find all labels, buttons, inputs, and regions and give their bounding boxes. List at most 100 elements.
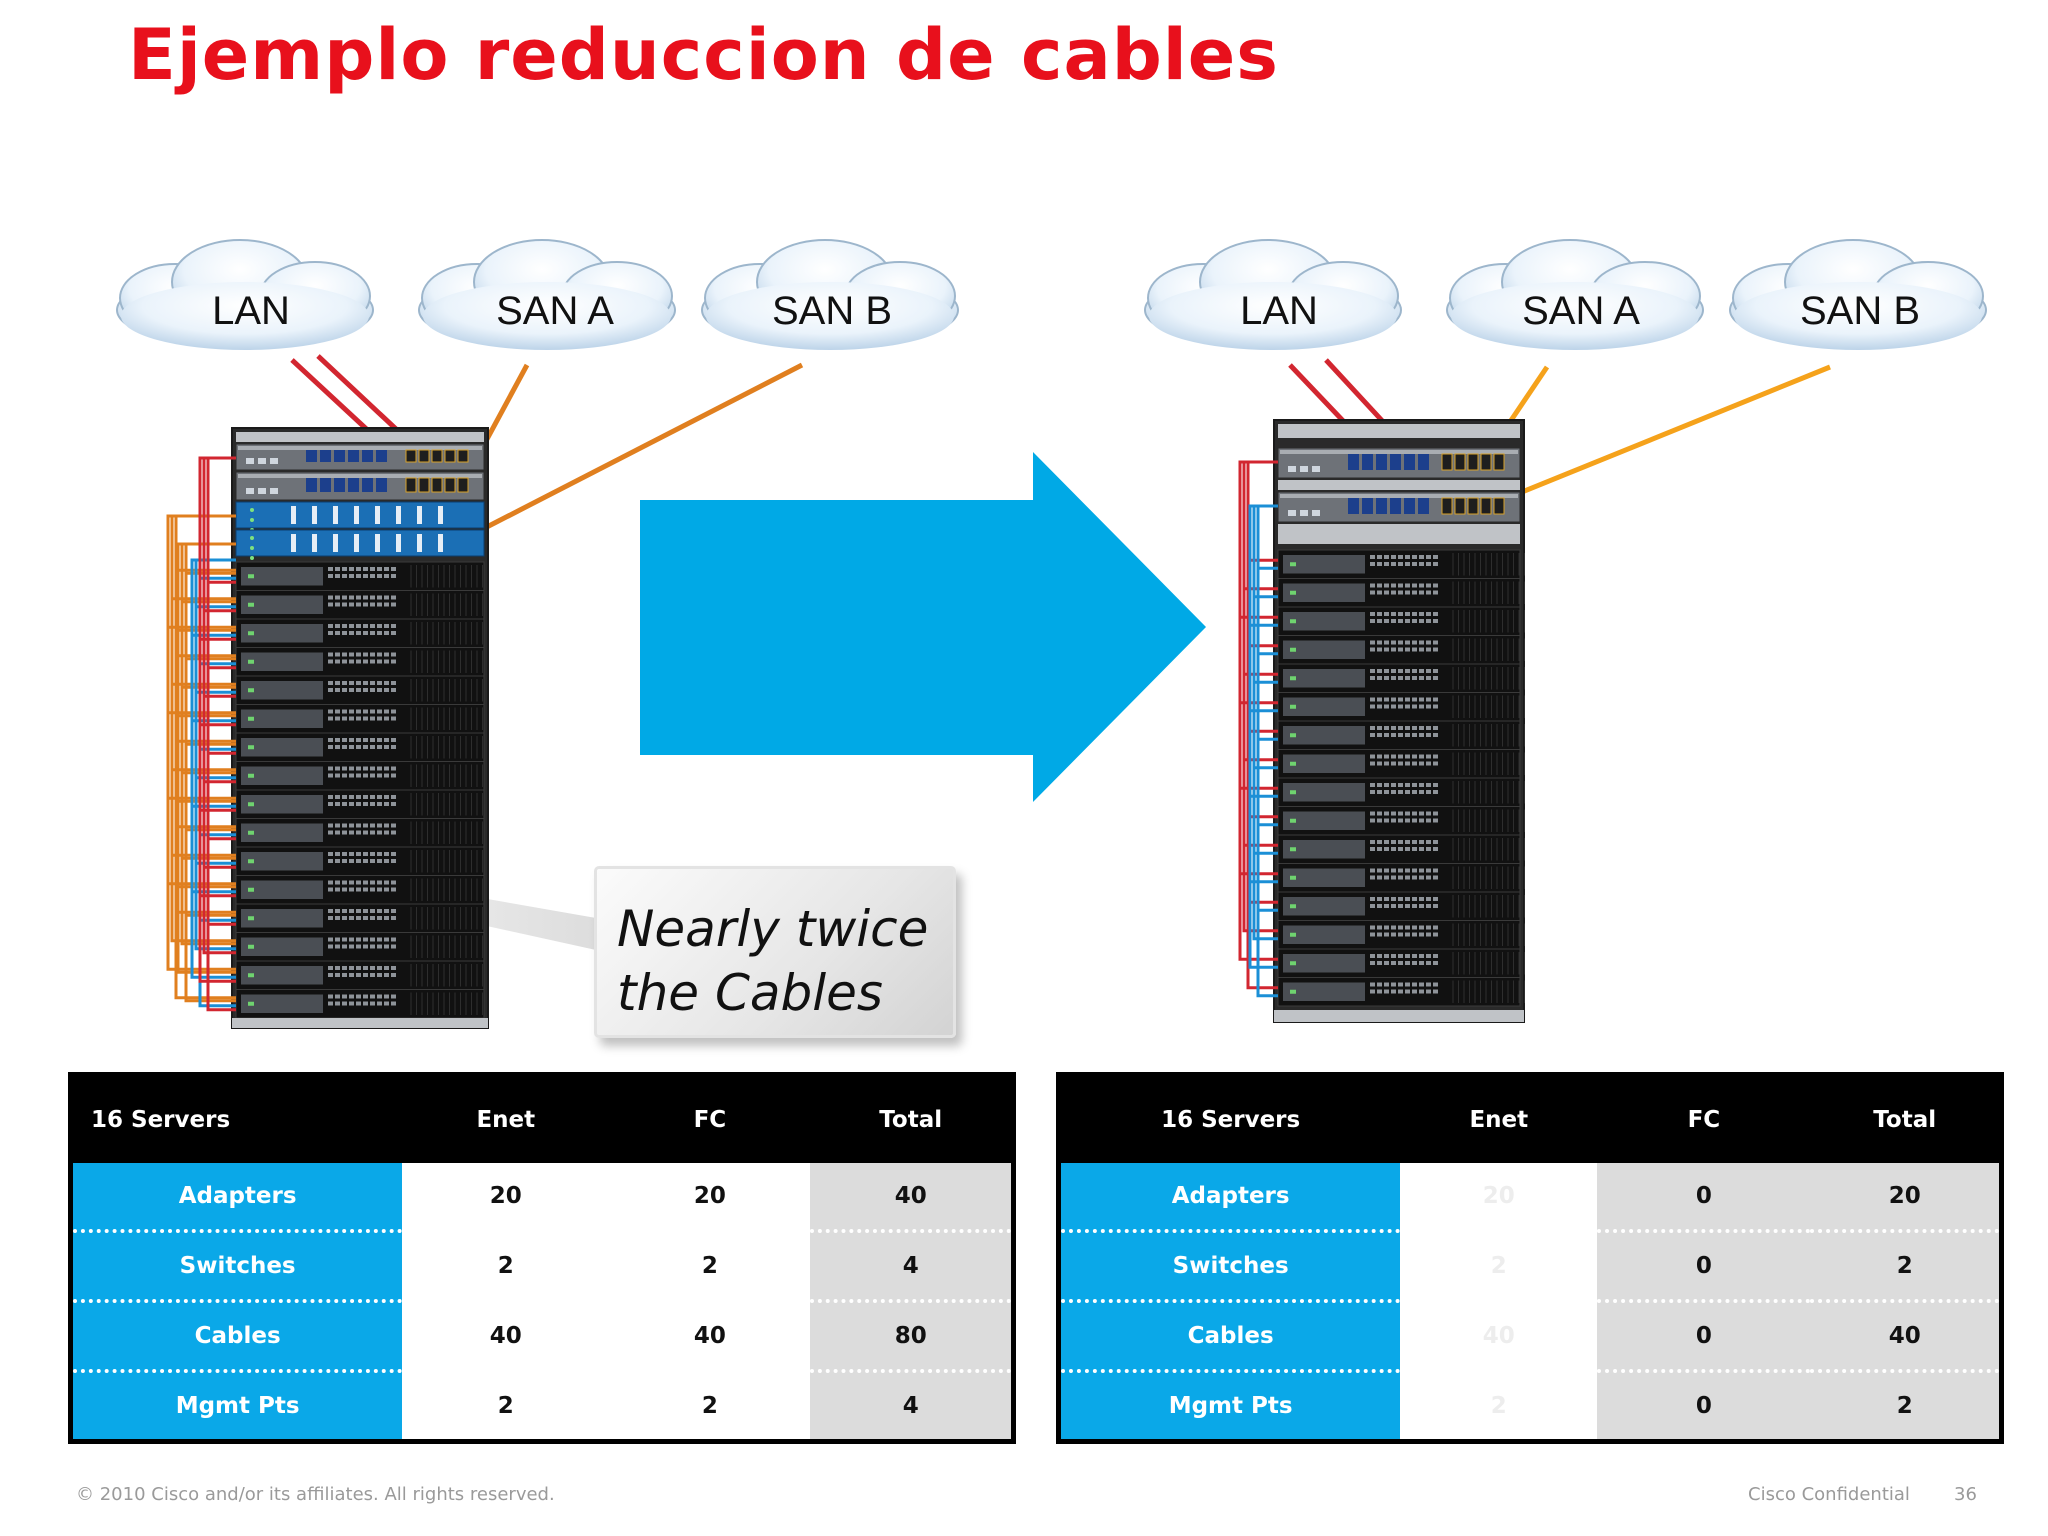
fcoe-switch — [1277, 447, 1521, 479]
server-unit — [235, 761, 485, 791]
server-unit — [1277, 834, 1525, 864]
callout-line-1: Nearly twice — [617, 900, 929, 958]
cloud-lan-before: LAN — [116, 239, 374, 351]
server-unit — [235, 732, 485, 762]
header-servers: 16 Servers — [70, 1074, 403, 1163]
ethernet-switch — [235, 471, 485, 501]
row-label: Mgmt Pts — [70, 1371, 403, 1442]
row-label: Switches — [1058, 1231, 1401, 1303]
cloud-san-b-after: SAN B — [1729, 239, 1987, 351]
server-unit — [235, 618, 485, 648]
header-fc: FC — [1597, 1074, 1811, 1163]
table-row: Cables 40 40 80 — [70, 1301, 1014, 1373]
cloud-label: SAN A — [1522, 289, 1640, 333]
ethernet-switch — [235, 443, 485, 471]
server-unit — [1277, 806, 1525, 836]
server-unit — [235, 789, 485, 819]
fcoe-switch — [1277, 491, 1521, 523]
server-unit — [1277, 948, 1525, 978]
server-unit — [235, 675, 485, 705]
before-rack — [166, 427, 489, 1029]
total-cell: 20 — [1810, 1163, 2002, 1233]
enet-cell: 2 — [1400, 1371, 1598, 1442]
total-cell: 40 — [1810, 1301, 2002, 1373]
table-row: Cables 40 0 40 — [1058, 1301, 2002, 1373]
server-unit — [1277, 863, 1525, 893]
server-unit — [235, 932, 485, 962]
server-unit — [1277, 663, 1525, 693]
row-label: Cables — [1058, 1301, 1401, 1373]
cloud-label: LAN — [1240, 289, 1318, 333]
enet-cell: 40 — [402, 1301, 610, 1373]
server-unit — [1277, 720, 1525, 750]
table-row: Switches 2 2 4 — [70, 1231, 1014, 1303]
server-unit — [1277, 920, 1525, 950]
fc-cell: 2 — [609, 1371, 811, 1442]
total-cell: 2 — [1810, 1231, 2002, 1303]
cloud-san-a-after: SAN A — [1446, 239, 1704, 351]
fc-cell: 0 — [1597, 1231, 1811, 1303]
server-unit — [235, 561, 485, 591]
server-unit — [1277, 692, 1525, 722]
server-unit — [235, 704, 485, 734]
server-unit — [235, 590, 485, 620]
cloud-san-a-before: SAN A — [418, 239, 676, 351]
total-cell: 4 — [810, 1371, 1014, 1442]
server-unit — [1277, 749, 1525, 779]
fc-cell: 0 — [1597, 1163, 1811, 1233]
cloud-label: SAN A — [496, 289, 614, 333]
server-unit — [235, 818, 485, 848]
cloud-label: SAN B — [1800, 289, 1920, 333]
server-cables-after — [1238, 460, 1278, 998]
cloud-label: SAN B — [772, 289, 892, 333]
page-number: 36 — [1954, 1484, 1977, 1505]
row-label: Cables — [70, 1301, 403, 1373]
enet-cell: 2 — [402, 1231, 610, 1303]
enet-cell: 20 — [1400, 1163, 1598, 1233]
total-cell: 2 — [1810, 1371, 2002, 1442]
server-unit — [235, 875, 485, 905]
total-cell: 40 — [810, 1163, 1014, 1233]
table-header-row: 16 Servers Enet FC Total — [70, 1074, 1014, 1163]
after-comparison-table: 16 Servers Enet FC Total Adapters 20 0 2… — [1056, 1072, 2004, 1444]
server-unit — [1277, 606, 1525, 636]
copyright-footer: © 2010 Cisco and/or its affiliates. All … — [76, 1484, 555, 1505]
header-total: Total — [1810, 1074, 2002, 1163]
server-unit — [235, 846, 485, 876]
row-label: Switches — [70, 1231, 403, 1303]
server-unit — [235, 903, 485, 933]
server-unit — [1277, 777, 1525, 807]
confidential-footer: Cisco Confidential — [1748, 1484, 1910, 1505]
fc-cell: 0 — [1597, 1301, 1811, 1373]
enet-cell: 40 — [1400, 1301, 1598, 1373]
server-unit — [235, 647, 485, 677]
callout-line-2: the Cables — [617, 964, 883, 1022]
server-unit — [1277, 977, 1525, 1007]
table-header-row: 16 Servers Enet FC Total — [1058, 1074, 2002, 1163]
enet-cell: 20 — [402, 1163, 610, 1233]
table-row: Switches 2 0 2 — [1058, 1231, 2002, 1303]
header-enet: Enet — [402, 1074, 610, 1163]
server-unit — [235, 989, 485, 1019]
server-unit — [1277, 549, 1525, 579]
table-row: Mgmt Pts 2 0 2 — [1058, 1371, 2002, 1442]
server-unit — [1277, 578, 1525, 608]
row-label: Adapters — [1058, 1163, 1401, 1233]
fc-switch — [235, 529, 485, 560]
right-arrow-icon — [640, 452, 1206, 802]
header-servers: 16 Servers — [1058, 1074, 1401, 1163]
total-cell: 80 — [810, 1301, 1014, 1373]
after-rack — [1238, 419, 1525, 1023]
cloud-san-b-before: SAN B — [701, 239, 959, 351]
fc-cell: 2 — [609, 1231, 811, 1303]
server-unit — [1277, 891, 1525, 921]
before-comparison-table: 16 Servers Enet FC Total Adapters 20 20 … — [68, 1072, 1016, 1444]
fc-cell: 20 — [609, 1163, 811, 1233]
callout-box: Nearly twice the Cables — [594, 866, 956, 1038]
fc-switch — [235, 501, 485, 532]
table-row: Adapters 20 20 40 — [70, 1163, 1014, 1233]
table-row: Adapters 20 0 20 — [1058, 1163, 2002, 1233]
header-total: Total — [810, 1074, 1014, 1163]
enet-cell: 2 — [402, 1371, 610, 1442]
cloud-label: LAN — [212, 289, 290, 333]
